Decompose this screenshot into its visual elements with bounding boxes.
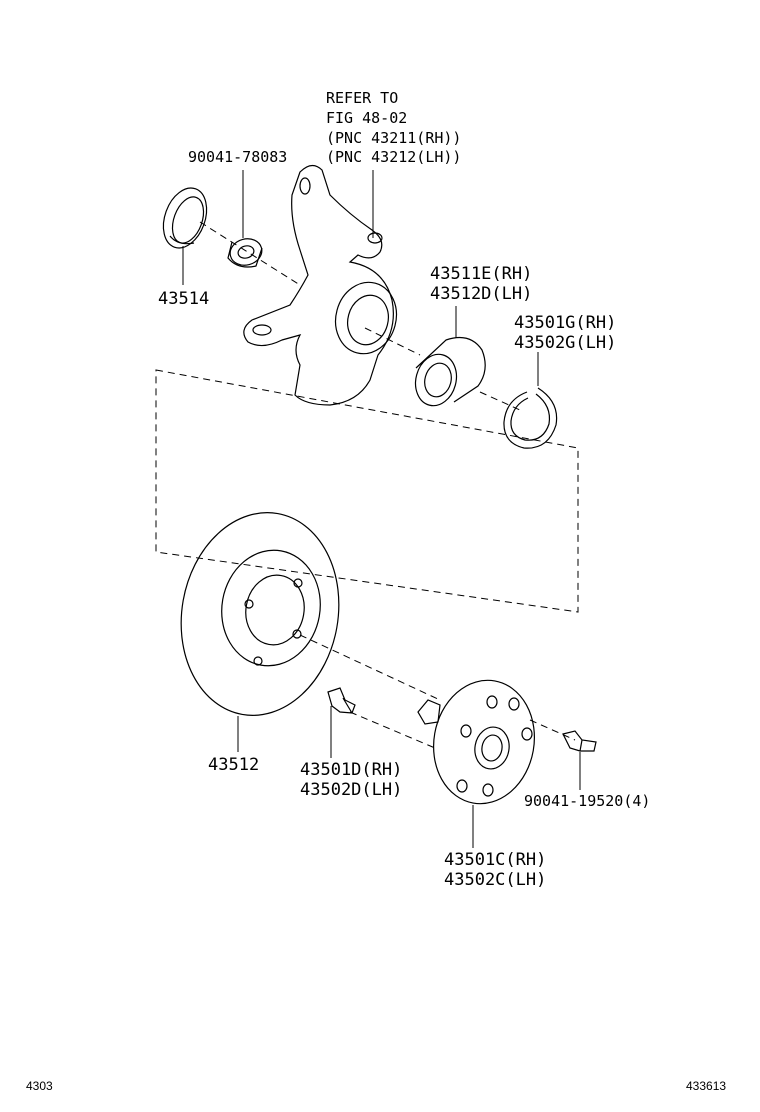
hub-bolt-part-number-lh[interactable]: 43502D(LH) bbox=[300, 780, 402, 800]
brake-disc-part[interactable] bbox=[165, 500, 354, 728]
steering-knuckle-part[interactable] bbox=[243, 164, 404, 406]
flange-bolt-part[interactable] bbox=[562, 730, 597, 752]
seal-part-number[interactable]: 43514 bbox=[158, 289, 209, 309]
knuckle-bolt-part[interactable] bbox=[227, 235, 265, 268]
hub-part-number-lh[interactable]: 43502C(LH) bbox=[444, 870, 546, 890]
reference-note-line-1: REFER TO bbox=[326, 89, 398, 107]
bolt-top-part-number[interactable]: 90041-78083 bbox=[188, 148, 287, 166]
hub-bolt-part-number-rh[interactable]: 43501D(RH) bbox=[300, 760, 402, 780]
wheel-bearing-part[interactable] bbox=[410, 337, 486, 411]
snap-ring-part[interactable] bbox=[503, 387, 558, 449]
flange-bolt-part-number[interactable]: 90041-19520(4) bbox=[524, 792, 650, 810]
footer-left-code: 4303 bbox=[26, 1079, 53, 1093]
reference-note-line-4: (PNC 43212(LH)) bbox=[326, 148, 461, 166]
disc-part-number[interactable]: 43512 bbox=[208, 755, 259, 775]
footer-right-code: 433613 bbox=[686, 1079, 726, 1093]
hub-bolt-part[interactable] bbox=[327, 687, 356, 714]
reference-note-line-2: FIG 48-02 bbox=[326, 109, 407, 127]
reference-note-line-3: (PNC 43211(RH)) bbox=[326, 129, 461, 147]
leader-lines bbox=[182, 170, 581, 848]
bearing-part-number-lh[interactable]: 43512D(LH) bbox=[430, 284, 532, 304]
bearing-part-number-rh[interactable]: 43511E(RH) bbox=[430, 264, 532, 284]
snap-ring-part-number-lh[interactable]: 43502G(LH) bbox=[514, 333, 616, 353]
snap-ring-part-number-rh[interactable]: 43501G(RH) bbox=[514, 313, 616, 333]
oil-seal-part[interactable] bbox=[156, 182, 215, 254]
assembly-centerlines bbox=[155, 221, 579, 749]
hub-part-number-rh[interactable]: 43501C(RH) bbox=[444, 850, 546, 870]
axle-hub-part[interactable] bbox=[417, 672, 544, 811]
